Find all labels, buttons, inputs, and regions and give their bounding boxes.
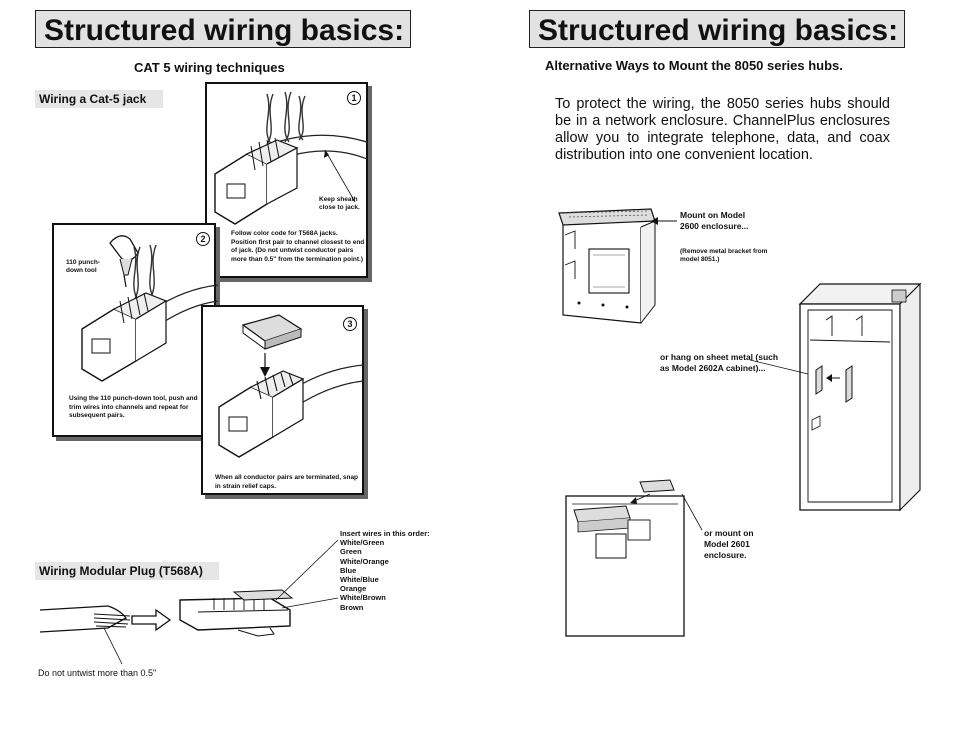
modular-plug-illustration (39, 539, 339, 665)
wire-order-item: White/Brown (340, 593, 386, 603)
jack-step-1-illustration (214, 91, 368, 225)
model-2601-illustration (565, 479, 703, 637)
mount-2600-label: Mount on Model 2600 enclosure... (680, 210, 749, 231)
jack-step-3-illustration (218, 314, 364, 458)
wire-order-item: Brown (340, 602, 364, 612)
wire-order-list: Insert wires in this order: White/Green … (340, 529, 430, 612)
model-2602a-cabinet-illustration (749, 282, 922, 512)
wire-order-item: White/Green (340, 538, 385, 548)
step-1-panel: 1 Keep sheath close to jack. Follow colo… (205, 82, 368, 278)
jack-section-label: Wiring a Cat-5 jack (35, 90, 163, 108)
step-3-panel: 3 When all conductor pairs are terminate… (201, 305, 364, 495)
punch-down-tool-label: 110 punch-down tool (66, 259, 100, 274)
plug-section-label: Wiring Modular Plug (T568A) (35, 562, 219, 580)
right-page-title: Structured wiring basics: (529, 10, 905, 48)
step-3-number: 3 (343, 317, 357, 331)
model-2600-illustration (558, 208, 677, 324)
wire-order-heading: Insert wires in this order: (340, 529, 430, 538)
wire-order-item: Blue (340, 565, 357, 575)
right-subtitle: Alternative Ways to Mount the 8050 serie… (545, 58, 843, 73)
wire-order-item: Orange (340, 584, 367, 594)
step-1-number: 1 (347, 91, 361, 105)
wire-order-item: Green (340, 547, 362, 557)
wire-order-item: White/Orange (340, 556, 389, 566)
mount-2601-label: or mount on Model 2601 enclosure. (704, 528, 754, 560)
untwist-note: Do not untwist more than 0.5" (38, 668, 157, 678)
step-1-caption: Follow color code for T568A jacks. Posit… (231, 230, 365, 263)
step-2-panel: 2 110 punch-down tool Using the 110 punc… (52, 223, 219, 437)
wire-order-item: White/Blue (340, 575, 379, 585)
left-subtitle: CAT 5 wiring techniques (134, 60, 285, 75)
hang-sheet-metal-label: or hang on sheet metal (such as Model 26… (660, 352, 779, 373)
intro-paragraph: To protect the wiring, the 8050 series h… (555, 96, 890, 163)
step-1-callout: Keep sheath close to jack. (319, 196, 360, 211)
step-3-caption: When all conductor pairs are terminated,… (215, 474, 359, 490)
step-2-number: 2 (196, 232, 210, 246)
step-2-caption: Using the 110 punch-down tool, push and … (69, 395, 198, 419)
jack-step-2-illustration (81, 235, 219, 382)
mount-2600-note: (Remove metal bracket from model 8051.) (680, 248, 768, 263)
left-page-title: Structured wiring basics: (35, 10, 411, 48)
